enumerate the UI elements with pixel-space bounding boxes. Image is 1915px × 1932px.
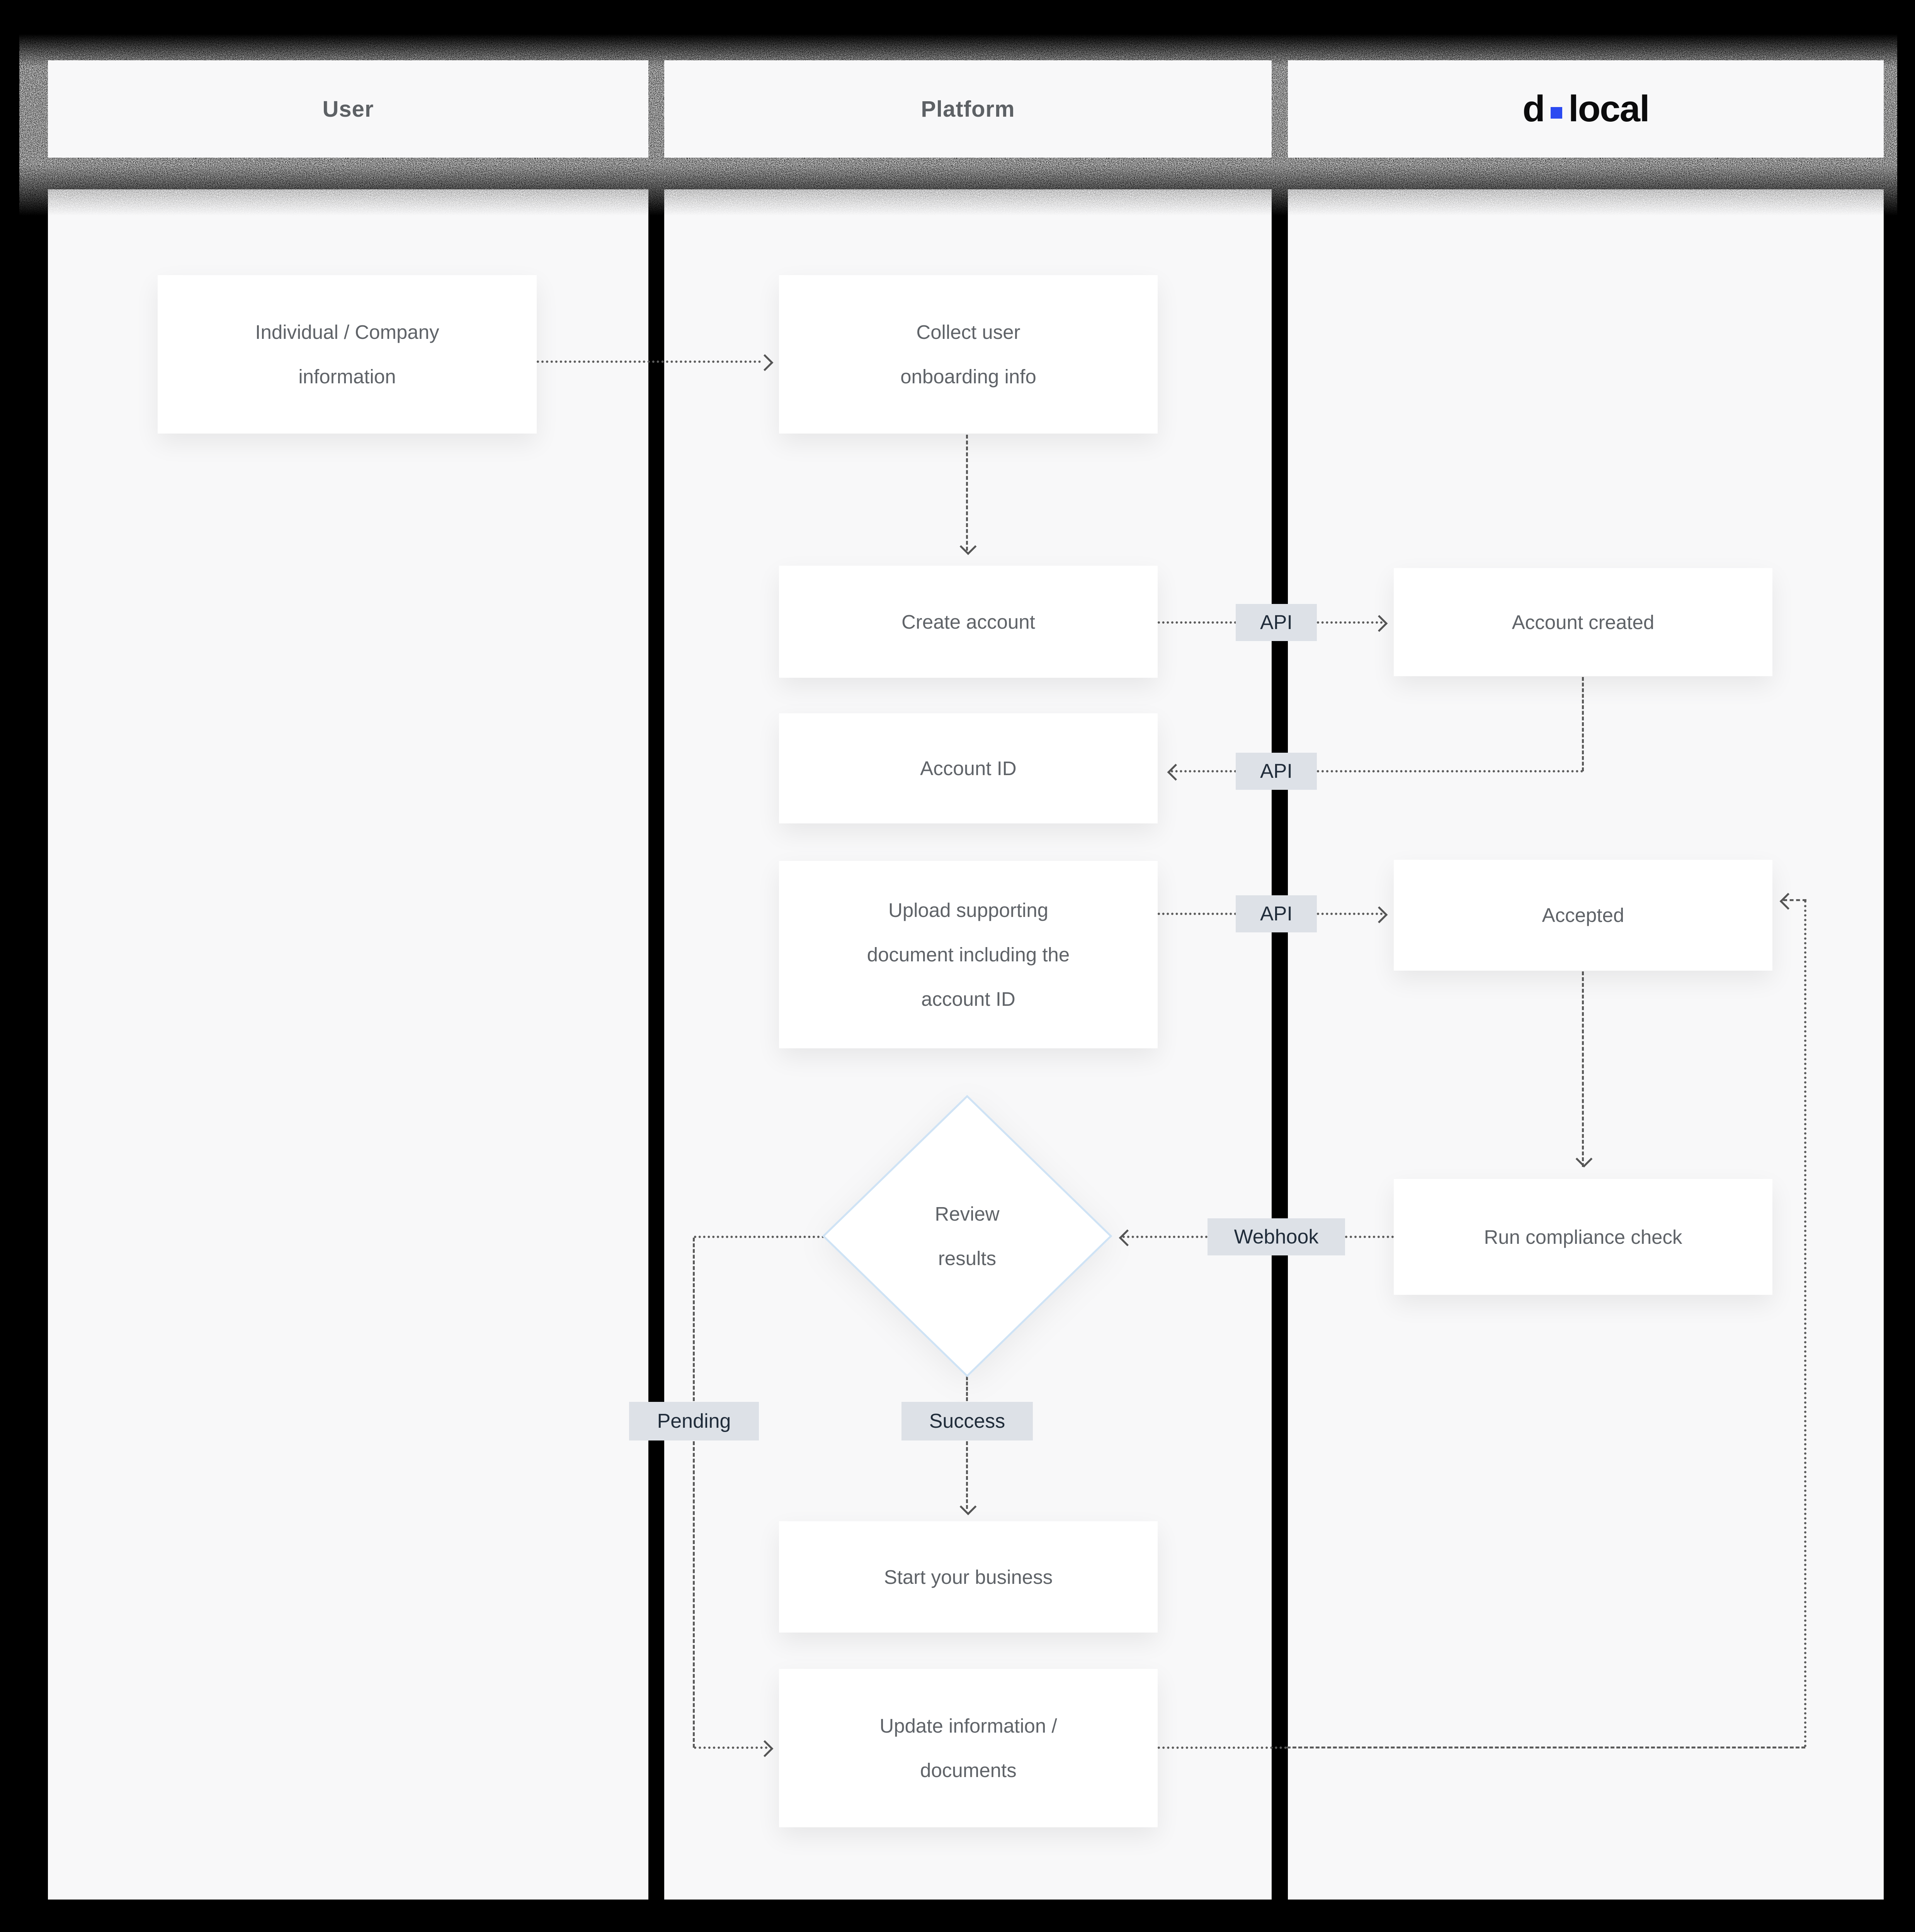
badge-api-account-id: API xyxy=(1236,753,1317,790)
diamond-review-results xyxy=(822,1095,1112,1378)
box-collect-info: Collect user onboarding info xyxy=(779,275,1158,434)
connector-collect-to-create xyxy=(966,435,968,551)
connector-account-created-down xyxy=(1582,677,1584,771)
lane-header-platform: Platform xyxy=(664,60,1272,158)
connector-webhook-to-diamond xyxy=(1122,1236,1208,1238)
connector-create-to-api xyxy=(1158,621,1236,624)
badge-pending: Pending xyxy=(629,1402,759,1440)
box-create-account: Create account xyxy=(779,566,1158,678)
badge-success: Success xyxy=(901,1402,1033,1440)
connector-pending-down-2 xyxy=(693,1441,695,1748)
connector-compliance-to-webhook xyxy=(1345,1236,1394,1238)
dlocal-logo: d local xyxy=(1522,88,1650,130)
box-account-id: Account ID xyxy=(779,713,1158,823)
connector-api-to-account-created xyxy=(1317,621,1383,624)
connector-diamond-to-pending xyxy=(694,1236,824,1238)
lane-title-platform: Platform xyxy=(921,96,1015,122)
connector-success-to-start xyxy=(966,1441,968,1509)
dlocal-logo-local: local xyxy=(1568,88,1650,129)
connector-pending-down-1 xyxy=(693,1238,695,1401)
dlocal-logo-dot-icon xyxy=(1550,107,1562,119)
diamond-review-results-label: Review results xyxy=(935,1203,1000,1269)
connector-pending-to-update xyxy=(694,1747,767,1749)
connector-update-out xyxy=(1158,1747,1287,1749)
connector-feedback-up xyxy=(1804,900,1806,1748)
box-update-info: Update information / documents xyxy=(779,1669,1158,1827)
connector-feedback-bottom xyxy=(1287,1747,1805,1748)
dlocal-logo-d: d xyxy=(1522,88,1545,129)
connector-feedback-top xyxy=(1783,899,1806,901)
badge-webhook: Webhook xyxy=(1208,1218,1345,1255)
connector-diamond-to-success xyxy=(966,1376,968,1401)
connector-info-to-collect xyxy=(537,361,761,363)
box-upload-doc: Upload supporting document including the… xyxy=(779,861,1158,1048)
lane-dlocal xyxy=(1288,189,1884,1900)
connector-to-api-accountid xyxy=(1317,770,1583,772)
box-run-compliance: Run compliance check xyxy=(1394,1179,1772,1295)
connector-api-to-accepted xyxy=(1317,913,1383,915)
box-individual-info: Individual / Company information xyxy=(158,275,537,434)
lane-header-dlocal: d local xyxy=(1288,60,1884,158)
box-start-business: Start your business xyxy=(779,1521,1158,1633)
connector-upload-to-api xyxy=(1158,913,1236,915)
badge-api-upload: API xyxy=(1236,895,1317,932)
connector-accepted-to-compliance xyxy=(1582,971,1584,1167)
badge-api-create: API xyxy=(1236,604,1317,641)
lane-user xyxy=(48,189,648,1900)
box-account-created: Account created xyxy=(1394,568,1772,676)
box-accepted: Accepted xyxy=(1394,860,1772,971)
lane-header-user: User xyxy=(48,60,648,158)
lane-title-user: User xyxy=(322,96,374,122)
connector-api-to-account-id xyxy=(1171,770,1236,772)
